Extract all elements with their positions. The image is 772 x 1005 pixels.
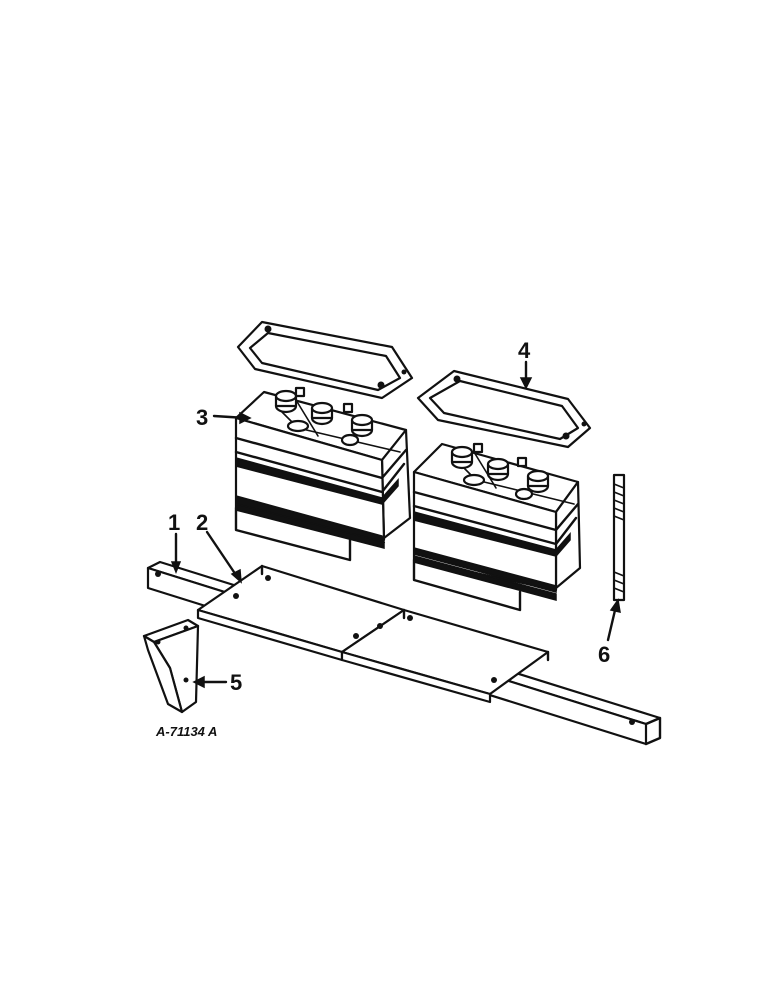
callout-1: 1 bbox=[168, 510, 180, 535]
battery-tray bbox=[196, 564, 550, 704]
callout-2: 2 bbox=[196, 510, 208, 535]
callout-6: 6 bbox=[598, 642, 610, 667]
callout-4: 4 bbox=[518, 338, 531, 363]
hold-down-frame-right bbox=[416, 369, 592, 449]
callout-3: 3 bbox=[196, 405, 208, 430]
hold-down-frame-left bbox=[236, 320, 414, 400]
battery-right bbox=[412, 442, 582, 612]
leader-lines bbox=[170, 360, 621, 689]
callout-5: 5 bbox=[230, 670, 242, 695]
threaded-rod bbox=[612, 473, 626, 602]
figure-id: A-71134 A bbox=[155, 724, 217, 739]
battery-left bbox=[234, 386, 412, 562]
bracket bbox=[142, 618, 200, 714]
